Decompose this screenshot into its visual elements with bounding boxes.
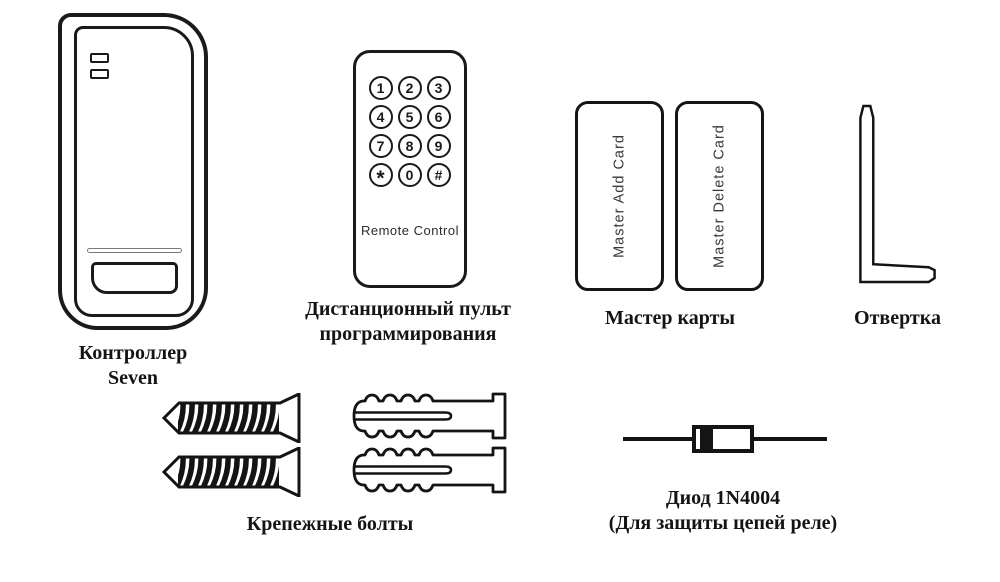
remote-device-text: Remote Control xyxy=(360,223,460,238)
keypad-button-1: 1 xyxy=(368,75,393,100)
diode-label-line1: Диод 1N4004 xyxy=(665,487,781,509)
controller-label: Контроллер Seven xyxy=(48,341,218,391)
diode-label-line2: (Для защиты цепей реле) xyxy=(608,512,838,534)
keypad-button-*: * xyxy=(368,162,393,190)
master-cards-label: Мастер карты xyxy=(604,307,736,329)
keypad-button-9: 9 xyxy=(426,133,451,158)
diode-label: Диод 1N4004 (Для защиты цепей реле) xyxy=(597,486,849,536)
wall-anchor-icon xyxy=(347,392,509,440)
led-indicator-icon xyxy=(90,53,109,63)
screw-icon xyxy=(156,393,308,443)
keypad-button-7: 7 xyxy=(368,133,393,158)
controller-label-line2: Seven xyxy=(108,367,158,389)
diode-icon xyxy=(692,425,754,453)
keypad-button-5: 5 xyxy=(397,104,422,129)
remote-label-line2: программирования xyxy=(319,323,497,345)
diode-cathode-band xyxy=(700,429,713,449)
controller-slot-line xyxy=(87,248,182,253)
keypad-button-6: 6 xyxy=(426,104,451,129)
remote-label: Дистанционный пульт программирования xyxy=(283,297,533,347)
keypad-button-3: 3 xyxy=(426,75,451,100)
screwdriver-label: Отвертка xyxy=(854,307,941,329)
master-add-card: Master Add Card xyxy=(575,101,664,291)
controller-illustration xyxy=(58,13,208,330)
controller-label-line1: Контроллер xyxy=(78,342,188,364)
master-delete-card-text: Master Delete Card xyxy=(711,124,728,268)
controller-reader-window xyxy=(91,262,178,294)
keypad-button-2: 2 xyxy=(397,75,422,100)
keypad-button-8: 8 xyxy=(397,133,422,158)
controller-front-panel xyxy=(74,26,194,317)
remote-label-line1: Дистанционный пульт xyxy=(305,298,511,320)
led-indicator-icon xyxy=(90,69,109,79)
master-cards-illustration: Master Add Card Master Delete Card xyxy=(575,101,765,291)
wall-anchor-icon xyxy=(347,446,509,494)
keypad-button-4: 4 xyxy=(368,104,393,129)
screw-icon xyxy=(156,447,308,497)
master-delete-card: Master Delete Card xyxy=(675,101,764,291)
keypad-button-#: # xyxy=(426,162,451,187)
fasteners-label: Крепежные болты xyxy=(246,513,414,535)
screwdriver-icon xyxy=(855,103,940,286)
keypad-button-0: 0 xyxy=(397,162,422,187)
